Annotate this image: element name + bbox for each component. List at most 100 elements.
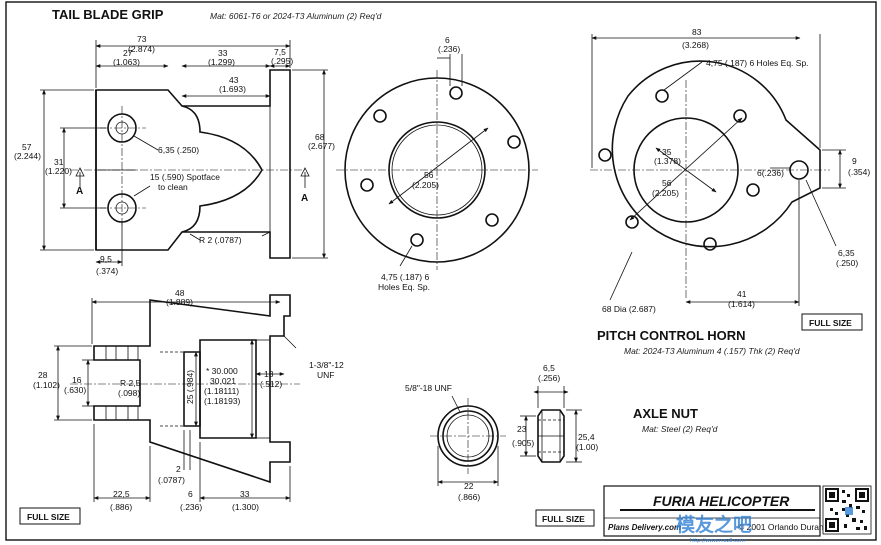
watermark-url: http://www.moz8.com	[690, 538, 745, 544]
brand-furia-helicopter: FURIA HELICOPTER	[653, 493, 790, 509]
dim-13: 13	[264, 369, 274, 379]
dim-16: 16	[72, 375, 82, 385]
grip-top-view	[70, 69, 305, 259]
dim-9-5: 9,5	[100, 254, 112, 264]
horn-dim-41: 41	[737, 289, 747, 299]
horn-dim-6: 6(.236)	[757, 168, 784, 178]
axle-nut-material: Mat: Steel (2) Req'd	[642, 424, 718, 434]
horn-holes-note: 4,75 (.187) 6 Holes Eq. Sp.	[706, 58, 809, 68]
full-size-label-left: FULL SIZE	[27, 512, 70, 522]
brand-copyright: © 2001 Orlando Durana	[738, 522, 829, 532]
pitch-horn-material: Mat: 2024-T3 Aluminum 4 (.157) Thk (2) R…	[624, 346, 800, 356]
axle-dim-6-5: 6,5	[543, 363, 555, 373]
flange-dim-6-in: (.236)	[438, 44, 460, 54]
dim-28-in: (1.102)	[33, 380, 60, 390]
axle-nut-title: AXLE NUT	[633, 406, 698, 421]
dim-22-5-in: (.886)	[110, 502, 132, 512]
dim-31-in: (1.220)	[45, 166, 72, 176]
dim-22-5: 22,5	[113, 489, 130, 499]
dim-7-5-in: (.295)	[271, 56, 293, 66]
full-size-box-horn	[801, 313, 863, 331]
pitch-horn-title: PITCH CONTROL HORN	[597, 328, 746, 343]
dim-2-in: (.0787)	[158, 475, 185, 485]
axle-dim-25-4-in: (1.00)	[576, 442, 598, 452]
title-block	[603, 485, 821, 537]
dim-9-5-in: (.374)	[96, 266, 118, 276]
dim-48: 48	[175, 288, 185, 298]
note-to-clean: to clean	[158, 182, 188, 192]
horn-dia-68: 68 Dia (2.687)	[602, 304, 656, 314]
dim-6-section: 6	[188, 489, 193, 499]
axle-dim-6-5-in: (.256)	[538, 373, 560, 383]
axle-dim-23: 23	[517, 424, 527, 434]
dim-16-in: (.630)	[64, 385, 86, 395]
horn-dim-83: 83	[692, 27, 702, 37]
dim-33-section: 33	[240, 489, 250, 499]
thread-callout-1: 1-3/8"-12	[309, 360, 344, 370]
grip-section-dims	[54, 298, 297, 502]
dim-2: 2	[176, 464, 181, 474]
tolerance-line-3: (1.18111)	[204, 386, 239, 396]
tolerance-line-2: 30.021	[210, 376, 236, 386]
axle-dim-23-in: (.905)	[512, 438, 534, 448]
dim-33-in: (1.299)	[208, 57, 235, 67]
flange-dim-56-in: (2.205)	[412, 180, 439, 190]
dim-48-in: (1.889)	[166, 297, 193, 307]
dim-43: 43	[229, 75, 239, 85]
tolerance-line-1: * 30.000	[206, 366, 238, 376]
horn-dim-6-35-in: (.250)	[836, 258, 858, 268]
horn-dim-6-35: 6,35	[838, 248, 855, 258]
full-size-box-axle	[535, 509, 595, 527]
flange-dim-56: 56	[424, 170, 434, 180]
dim-43-in: (1.693)	[219, 84, 246, 94]
horn-dim-9: 9	[852, 156, 857, 166]
dim-73-in: (2.874)	[128, 44, 155, 54]
dim-57-in: (2.244)	[14, 151, 41, 161]
horn-dim-56-in: (2.205)	[652, 188, 679, 198]
sheet-border	[5, 1, 877, 541]
dim-57: 57	[22, 142, 32, 152]
dim-73: 73	[137, 34, 147, 44]
flange-dim-6: 6	[445, 35, 450, 45]
dim-r2-5: R 2,5	[120, 378, 141, 388]
dim-28: 28	[38, 370, 48, 380]
watermark-text: 模友之吧	[676, 513, 752, 536]
full-size-label-axle: FULL SIZE	[542, 514, 585, 524]
horn-dim-35-in: (1.378)	[654, 156, 681, 166]
note-spotface: 15 (.590) Spotface	[150, 172, 220, 182]
horn-dim-56: 56	[662, 178, 672, 188]
section-label-a-left: A	[76, 186, 83, 197]
tail-blade-grip-title: TAIL BLADE GRIP	[52, 7, 164, 22]
flange-holes-note-1: 4,75 (.187) 6	[381, 272, 429, 282]
dim-13-in: (.512)	[260, 379, 282, 389]
qr-code	[822, 485, 872, 535]
axle-dim-22-in: (.866)	[458, 492, 480, 502]
tail-blade-grip-material: Mat: 6061-T6 or 2024-T3 Aluminum (2) Req…	[210, 11, 382, 21]
dim-27: 27	[123, 48, 133, 58]
dim-25: 25 (.984)	[185, 370, 195, 404]
dim-r2-5-in: (.098)	[118, 388, 140, 398]
axle-dim-22: 22	[464, 481, 474, 491]
dim-27-in: (1.063)	[113, 57, 140, 67]
dim-7-5: 7,5	[274, 47, 286, 57]
horn-dim-41-in: (1.614)	[728, 299, 755, 309]
grip-top-dims	[40, 40, 328, 266]
full-size-box-left	[19, 507, 81, 525]
horn-dim-83-in: (3.268)	[682, 40, 709, 50]
horn-bolt-holes	[598, 89, 760, 251]
brand-site: Plans Delivery.com	[608, 523, 681, 532]
flange-holes-note-2: Holes Eq. Sp.	[378, 282, 430, 292]
dim-68-in: (2.677)	[308, 141, 335, 151]
pitch-horn-view	[590, 34, 846, 306]
flange-front-view	[336, 54, 538, 270]
dim-33: 33	[218, 48, 228, 58]
flange-bolt-holes	[360, 86, 521, 247]
tolerance-line-4: (1.18193)	[204, 396, 241, 406]
section-label-a-right: A	[301, 193, 308, 204]
horn-dim-35: 35	[662, 147, 672, 157]
dim-31: 31	[54, 157, 64, 167]
axle-nut-thread: 5/8"-18 UNF	[405, 383, 452, 393]
horn-dim-9-in: (.354)	[848, 167, 870, 177]
